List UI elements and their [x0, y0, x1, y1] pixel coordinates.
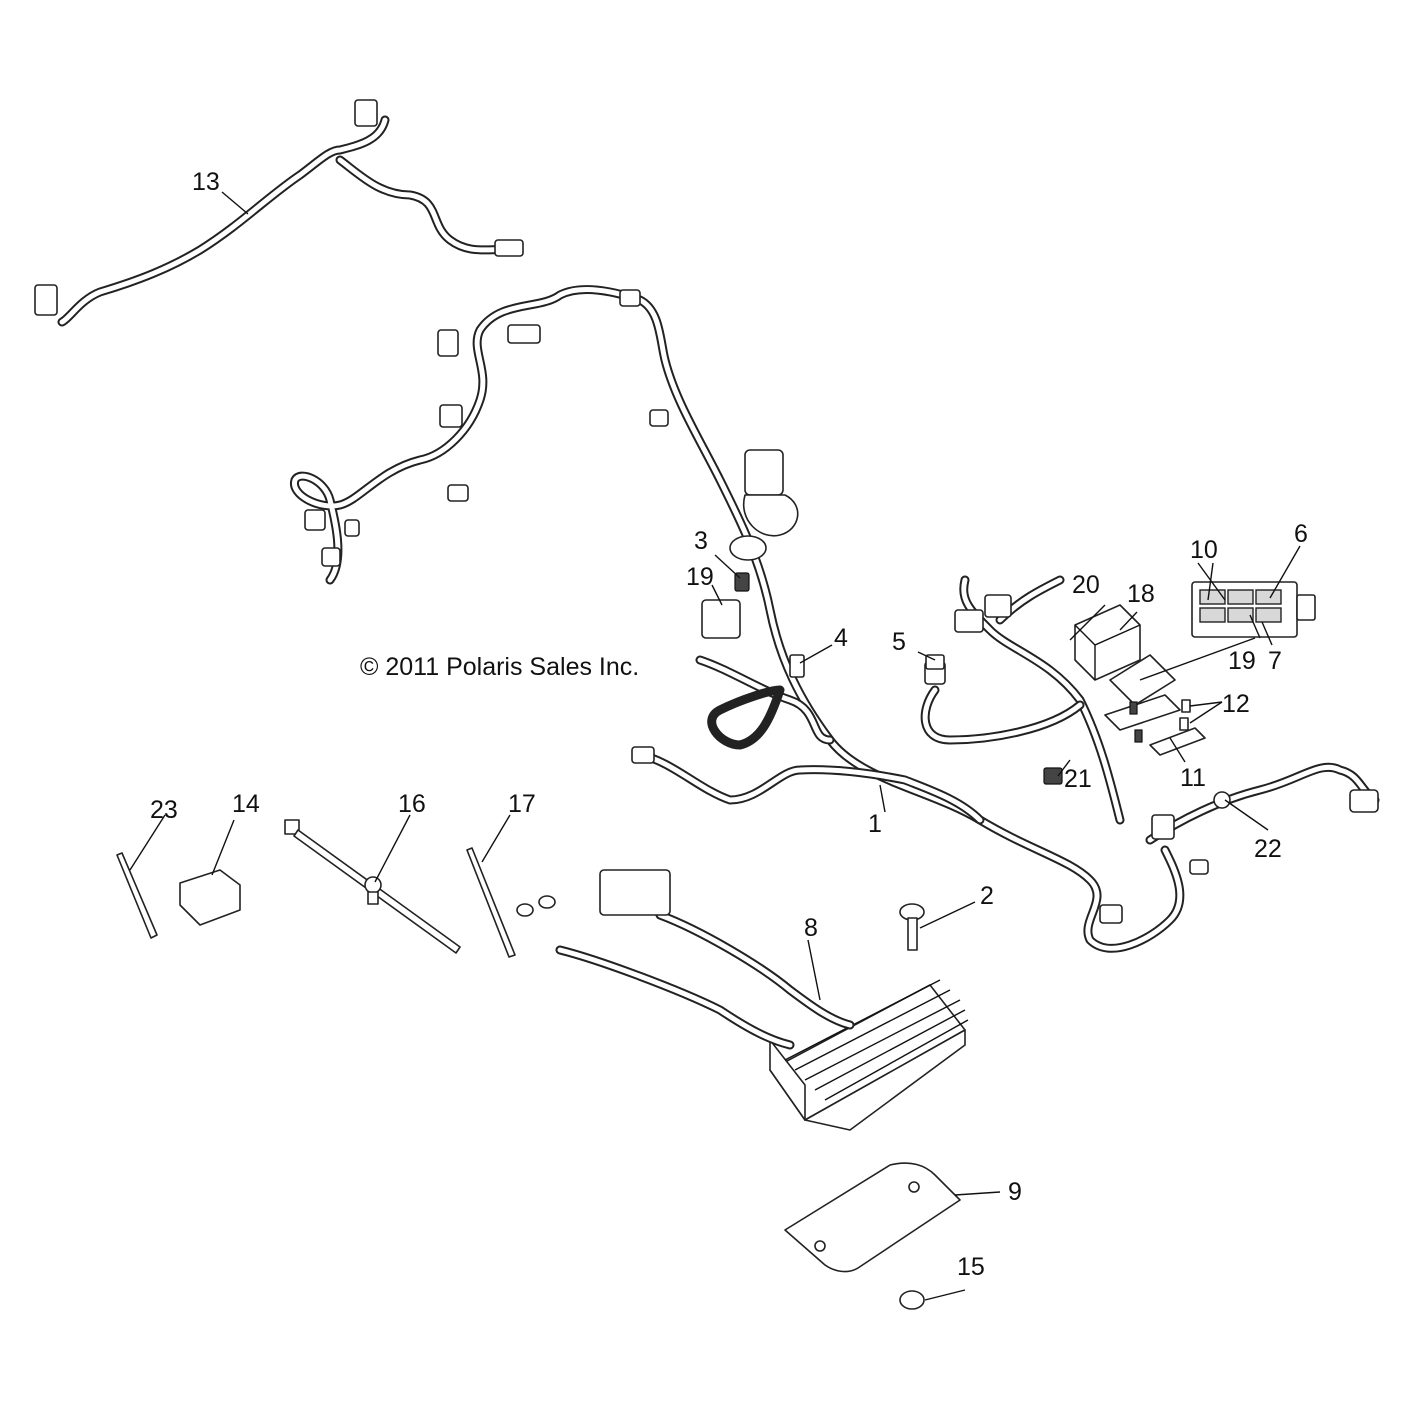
callout-10: 10	[1190, 536, 1218, 564]
fuse-box-6	[1191, 581, 1316, 638]
callout-20: 20	[1072, 571, 1100, 599]
callout-17: 17	[508, 790, 536, 818]
connector-icon	[354, 99, 378, 127]
callout-2: 2	[980, 882, 994, 910]
callout-8: 8	[804, 914, 818, 942]
connector-icon	[494, 239, 524, 257]
callout-1: 1	[868, 810, 882, 838]
callout-12: 12	[1222, 690, 1250, 718]
connector-icon	[34, 284, 58, 316]
callout-9: 9	[1008, 1178, 1022, 1206]
connector-icon	[631, 746, 655, 764]
connector-icon	[1349, 789, 1379, 813]
connector-icon	[1189, 859, 1209, 875]
pad-hole-icon	[814, 1240, 826, 1252]
main-connector-icon	[744, 449, 784, 496]
connector-icon	[507, 324, 541, 344]
sensor-icon	[789, 654, 805, 678]
callout-11: 11	[1180, 764, 1206, 792]
connector-icon	[321, 547, 341, 567]
harness-13	[34, 99, 524, 327]
connector-icon	[304, 509, 326, 531]
connector-icon	[437, 329, 459, 357]
connector-icon	[344, 519, 360, 537]
callout-23: 23	[150, 796, 178, 824]
connector-icon	[599, 869, 671, 916]
connector-icon	[447, 484, 469, 502]
callout-16: 16	[398, 790, 426, 818]
leader-lines	[129, 545, 1301, 1301]
pad-9	[784, 1162, 961, 1273]
relay-18	[1074, 604, 1141, 681]
connector-icon	[649, 409, 669, 427]
callout-14: 14	[232, 790, 260, 818]
connector-icon	[984, 594, 1012, 618]
harness-1	[290, 285, 1380, 953]
callout-3: 3	[694, 527, 708, 555]
connector-block-icon	[701, 599, 741, 639]
connector-icon	[1151, 814, 1175, 840]
clamp-icon	[729, 535, 767, 561]
terminal-ring-icon	[516, 903, 534, 917]
clamp-icon	[1213, 791, 1231, 809]
callout-4: 4	[834, 624, 848, 652]
callout-7: 7	[1268, 647, 1282, 675]
callout-6: 6	[1294, 520, 1308, 548]
tie-strap-23	[116, 852, 158, 939]
callout-19-left: 19	[686, 563, 714, 591]
callout-labels: 1 2 3 4 5 6 7 8 9 10 11 12 13 14 15 16 1…	[150, 168, 1308, 1281]
connector-icon	[1043, 767, 1063, 785]
grommet-15	[899, 1290, 925, 1310]
grommet-icon	[742, 494, 799, 537]
callout-18: 18	[1127, 580, 1155, 608]
callout-19-right: 19	[1228, 647, 1256, 675]
regulator-8	[516, 869, 969, 1131]
connector-icon	[619, 289, 641, 307]
callout-22: 22	[1254, 835, 1282, 863]
tie-strap-16	[284, 819, 461, 954]
clip-14	[179, 869, 241, 926]
pad-hole-icon	[908, 1181, 920, 1193]
copyright-text: © 2011 Polaris Sales Inc.	[360, 653, 639, 681]
terminal-ring-icon	[538, 895, 556, 909]
fuse-holder-11	[1104, 654, 1206, 756]
connector-icon	[954, 609, 984, 633]
callout-5: 5	[892, 628, 906, 656]
bolt-2	[899, 903, 925, 951]
connector-icon	[439, 404, 463, 428]
callout-15: 15	[957, 1253, 985, 1281]
connector-icon	[1099, 904, 1123, 924]
callout-13: 13	[192, 168, 220, 196]
tie-strap-17	[466, 847, 516, 958]
callout-21: 21	[1064, 765, 1092, 793]
